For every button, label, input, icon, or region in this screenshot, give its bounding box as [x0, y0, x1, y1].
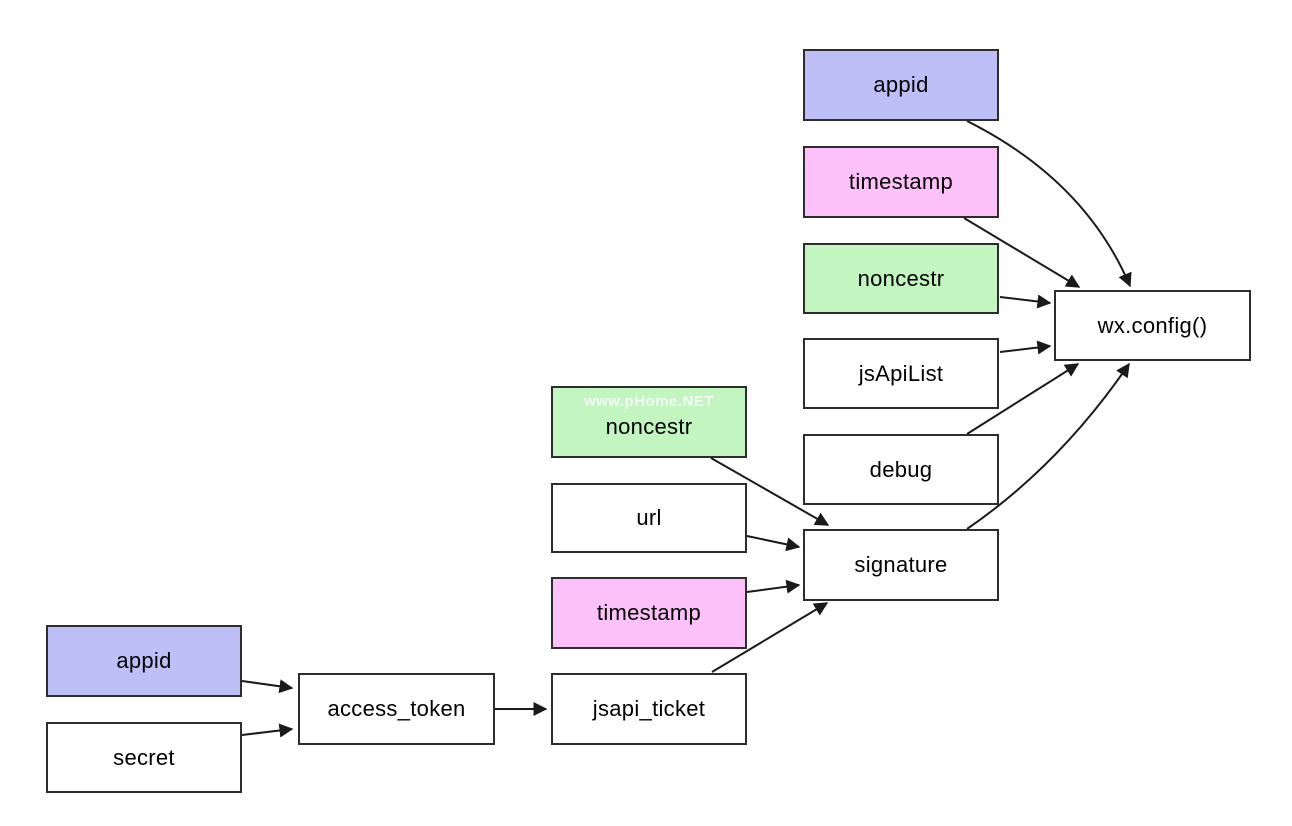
watermark: www.pHome.NET [583, 393, 715, 410]
node-label: appid [116, 648, 172, 673]
node-jsapilist: jsApiList [803, 338, 999, 409]
node-noncestr-top: noncestr [803, 243, 999, 314]
node-label: noncestr [605, 414, 693, 439]
node-debug: debug [803, 434, 999, 505]
node-label: noncestr [857, 265, 945, 291]
node-label: url [636, 505, 662, 530]
node-label: timestamp [848, 169, 954, 194]
node-label: jsApiList [858, 360, 944, 386]
node-label: timestamp [596, 600, 702, 625]
node-label: appid [873, 72, 929, 97]
edge-secret-to-access-token [241, 723, 294, 738]
edge-timestamp-mid-to-signature [746, 579, 801, 594]
node-jsapi-ticket: jsapi_ticket [551, 673, 747, 745]
node-signature: signature [803, 529, 999, 601]
node-appid-bottom: appid [46, 625, 242, 697]
node-label: debug [869, 456, 933, 482]
edge-noncestr-top-to-wx-config [999, 294, 1052, 309]
node-label: wx.config() [1097, 312, 1208, 338]
node-wx-config: wx.config() [1054, 290, 1251, 361]
node-label: signature [854, 552, 948, 577]
node-noncestr-mid: www.pHome.NET noncestr [551, 386, 747, 458]
edge-jsapilist-to-wx-config [999, 340, 1052, 355]
node-label: access_token [327, 696, 466, 721]
node-timestamp-top: timestamp [803, 146, 999, 218]
node-secret: secret [46, 722, 242, 793]
node-access-token: access_token [298, 673, 495, 745]
edge-url-to-signature [746, 535, 801, 552]
node-url: url [551, 483, 747, 553]
node-label: secret [113, 744, 175, 770]
edge-appid-bottom-to-access-token [241, 679, 294, 694]
node-label: jsapi_ticket [592, 696, 706, 721]
node-appid-top: appid [803, 49, 999, 121]
node-timestamp-mid: timestamp [551, 577, 747, 649]
